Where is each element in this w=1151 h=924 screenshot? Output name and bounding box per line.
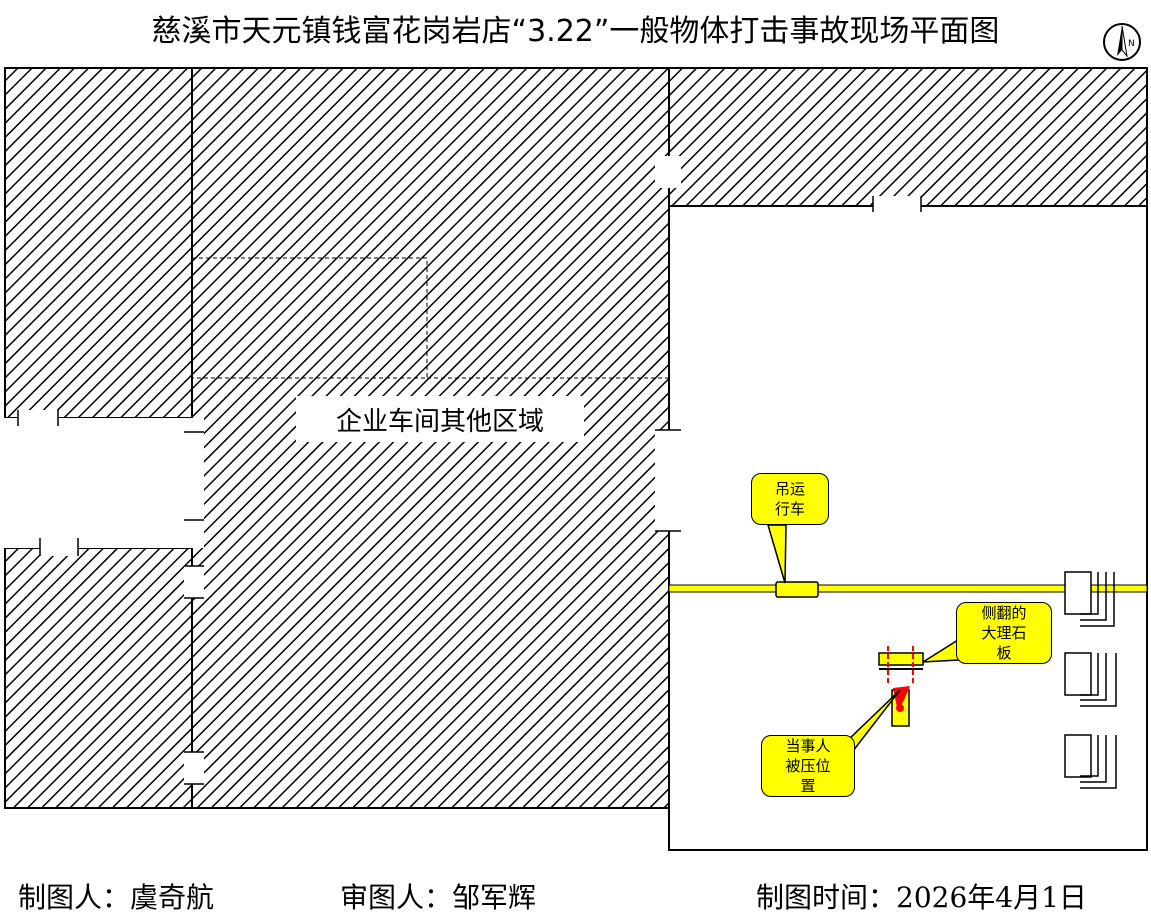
date-label: 制图时间：2026年4月1日: [756, 881, 1087, 914]
hatched-area-left-top: [4, 67, 193, 419]
door-top-mid: [655, 156, 681, 188]
dashed-zone: [191, 257, 428, 379]
hatched-area-top-right: [668, 67, 1148, 207]
diagram-title: 慈溪市天元镇钱富花岗岩店“3.22”一般物体打击事故现场平面图: [151, 14, 1000, 49]
reviewer-label: 审图人：邹军辉: [340, 881, 537, 914]
door-left-bottom: [40, 538, 78, 556]
door-room-west: [655, 430, 683, 531]
toppled-marble-slab: [878, 652, 924, 666]
crane-callout: 吊运 行车: [751, 473, 829, 525]
north-compass-icon: N: [1103, 23, 1141, 61]
drafter-label: 制图人：虞奇航: [18, 881, 215, 914]
slab-rack-1: [1064, 571, 1115, 627]
left-corridor: [0, 418, 204, 548]
door-top-right: [873, 196, 921, 212]
workshop-area-label: 企业车间其他区域: [296, 396, 584, 442]
crane-callout-pointer: [766, 524, 787, 584]
door-mid-3: [184, 752, 204, 784]
crane-rail: [668, 584, 1148, 593]
hatched-area-left-bottom: [4, 547, 193, 809]
marble-slab-callout: 侧翻的 大理石 板: [956, 602, 1052, 664]
compass-letter: N: [1128, 39, 1135, 49]
door-mid-1: [184, 432, 204, 520]
slab-rack-3: [1064, 734, 1117, 789]
crane-trolley: [775, 581, 819, 598]
door-left-top: [18, 410, 58, 426]
slab-rack-2: [1064, 652, 1117, 707]
victim-position-callout: 当事人 被压位 置: [761, 735, 855, 797]
door-mid-2: [184, 566, 204, 598]
